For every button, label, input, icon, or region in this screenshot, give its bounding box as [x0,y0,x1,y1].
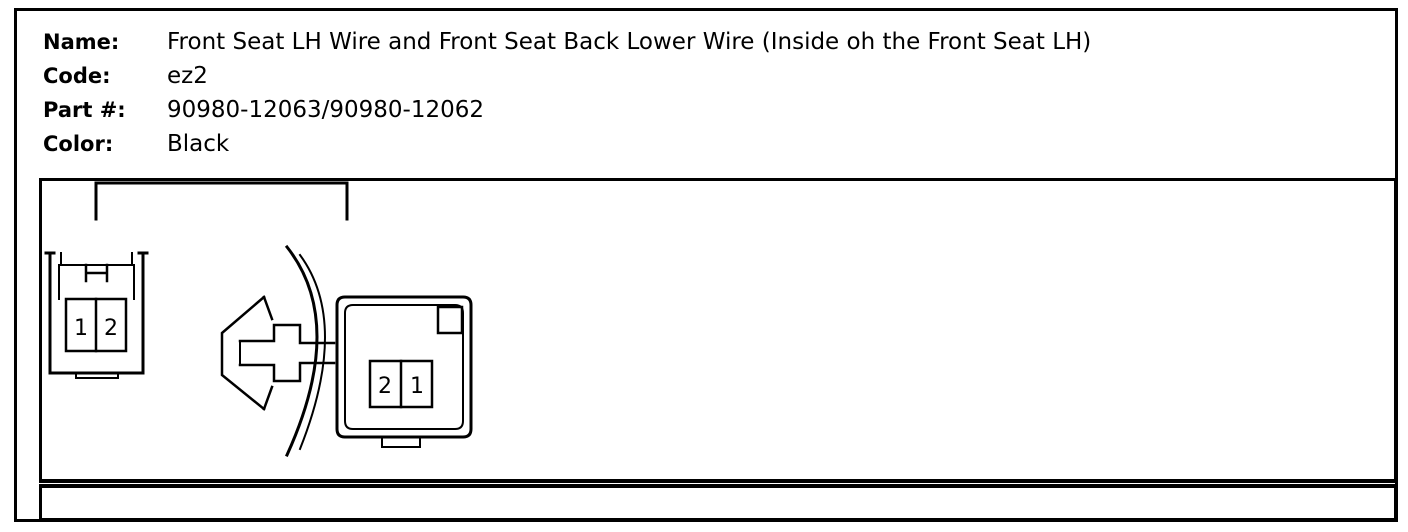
connector-drawing: 1 2 2 1 [44,181,473,457]
code-label: Code: [43,64,111,88]
color-value: Black [167,131,230,157]
connector-diagram: 1 2 2 1 [39,178,1397,483]
connector-b-pin-1: 1 [410,374,424,399]
name-label: Name: [43,30,120,54]
connector-info-panel: Name: Front Seat LH Wire and Front Seat … [14,8,1398,522]
connector-a [44,251,149,379]
connector-a-pin-2: 2 [104,316,118,341]
connector-a-pin-1: 1 [74,316,88,341]
mating-bracket [94,181,349,221]
color-label: Color: [43,132,114,156]
connector-b [220,244,473,457]
name-value: Front Seat LH Wire and Front Seat Back L… [167,29,1092,55]
connector-b-pin-2: 2 [378,374,392,399]
bottom-strip [39,484,1397,521]
part-label: Part #: [43,98,126,122]
part-value: 90980-12063/90980-12062 [167,97,485,123]
code-value: ez2 [167,63,208,89]
